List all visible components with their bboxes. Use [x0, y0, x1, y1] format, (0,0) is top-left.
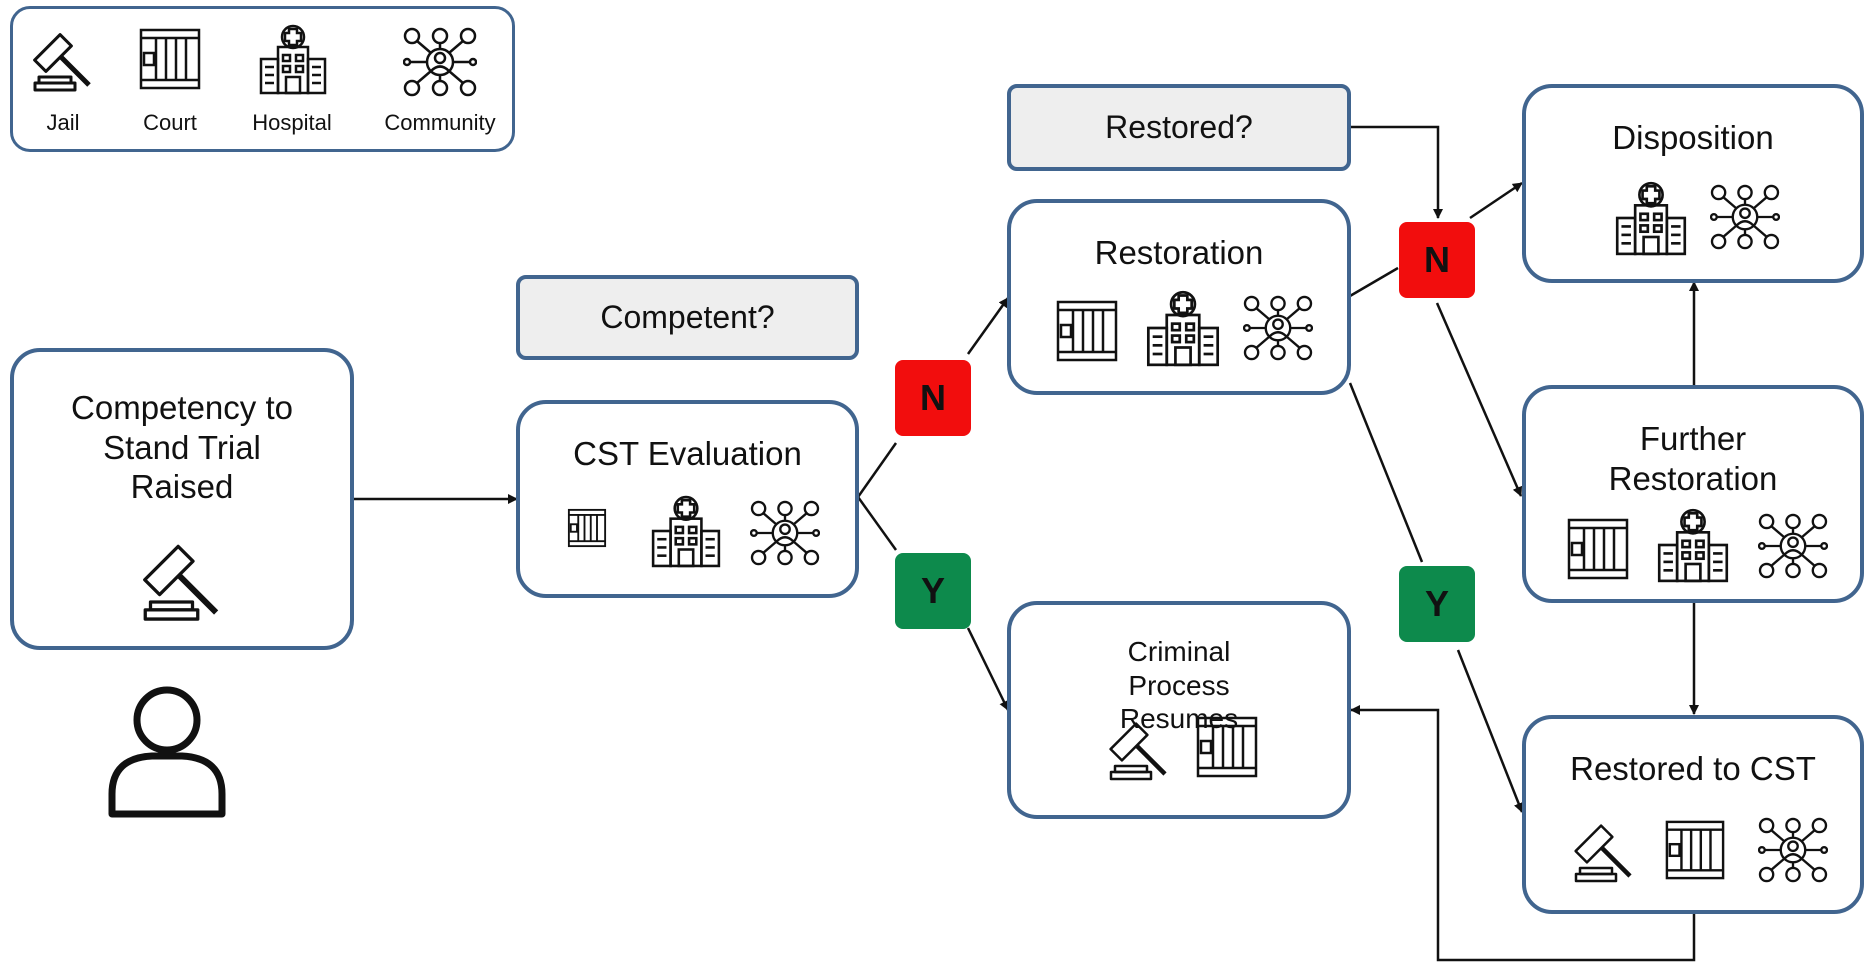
node-restoration: Restoration [1007, 199, 1351, 395]
legend-label-community: Community [384, 110, 496, 135]
node-title: Further Restoration [1608, 420, 1778, 497]
node-further-restoration: Further Restoration [1522, 385, 1864, 603]
line-restoration-to-n [1349, 266, 1399, 298]
legend-label-court: Court [143, 110, 197, 135]
badge-no-restored: N [1399, 222, 1475, 298]
person-icon [108, 686, 226, 818]
node-disposition: Disposition [1522, 84, 1864, 283]
gavel-icon [1109, 722, 1167, 781]
arrow-restored-to-criminal [1350, 705, 1696, 962]
legend-box: Jail Court Hospital Community [10, 6, 515, 152]
line-eval-to-n [856, 442, 898, 498]
arrow-y-to-criminal [966, 627, 1010, 711]
node-title: CST Evaluation [573, 435, 802, 472]
jail-icon [1665, 820, 1725, 880]
community-icon [1758, 817, 1828, 883]
legend-label-jail: Jail [46, 110, 80, 135]
arrow-n-to-further [1435, 302, 1523, 497]
arrow-n-to-disposition [1469, 181, 1523, 220]
community-icon [1758, 513, 1828, 579]
arrow-restored-q-to-n [1349, 125, 1443, 219]
gavel-icon [1574, 824, 1632, 883]
jail-icon [1056, 300, 1118, 362]
jail-icon [139, 28, 201, 90]
badge-yes-competent: Y [895, 553, 971, 629]
node-cst-raised: Competency to Stand Trial Raised [10, 348, 354, 650]
jail-icon [1567, 518, 1629, 580]
gavel-icon [143, 544, 219, 621]
node-title: Restoration [1094, 234, 1264, 271]
community-icon [1243, 295, 1313, 361]
community-icon [750, 500, 820, 566]
question-restored: Restored? [1007, 84, 1351, 171]
question-competent: Competent? [516, 275, 859, 360]
node-title: Restored to CST [1570, 750, 1816, 787]
node-restored-to-cst: Restored to CST [1522, 715, 1864, 914]
hospital-icon [259, 24, 327, 95]
node-title: Criminal Process Resumes [1119, 636, 1239, 735]
gavel-icon [33, 33, 91, 92]
node-title: Competency to Stand Trial Raised [71, 389, 293, 506]
legend-label-hospital: Hospital [252, 110, 332, 135]
arrow-y-to-restored [1456, 649, 1524, 813]
hospital-icon [1146, 290, 1220, 367]
node-cst-evaluation: CST Evaluation [516, 400, 859, 598]
hospital-icon [651, 495, 721, 568]
line-restoration-to-y [1348, 382, 1424, 563]
arrow-n-to-restoration [966, 297, 1010, 355]
node-criminal-process: Criminal Process Resumes [1007, 601, 1351, 819]
badge-yes-restored: Y [1399, 566, 1475, 642]
community-icon [1710, 184, 1780, 250]
community-icon [403, 27, 477, 97]
node-title: Disposition [1612, 119, 1774, 156]
hospital-icon [1657, 508, 1729, 583]
line-eval-to-y [856, 496, 898, 551]
jail-icon [567, 508, 607, 548]
badge-no-competent: N [895, 360, 971, 436]
hospital-icon [1615, 181, 1687, 256]
jail-icon [1196, 716, 1258, 778]
